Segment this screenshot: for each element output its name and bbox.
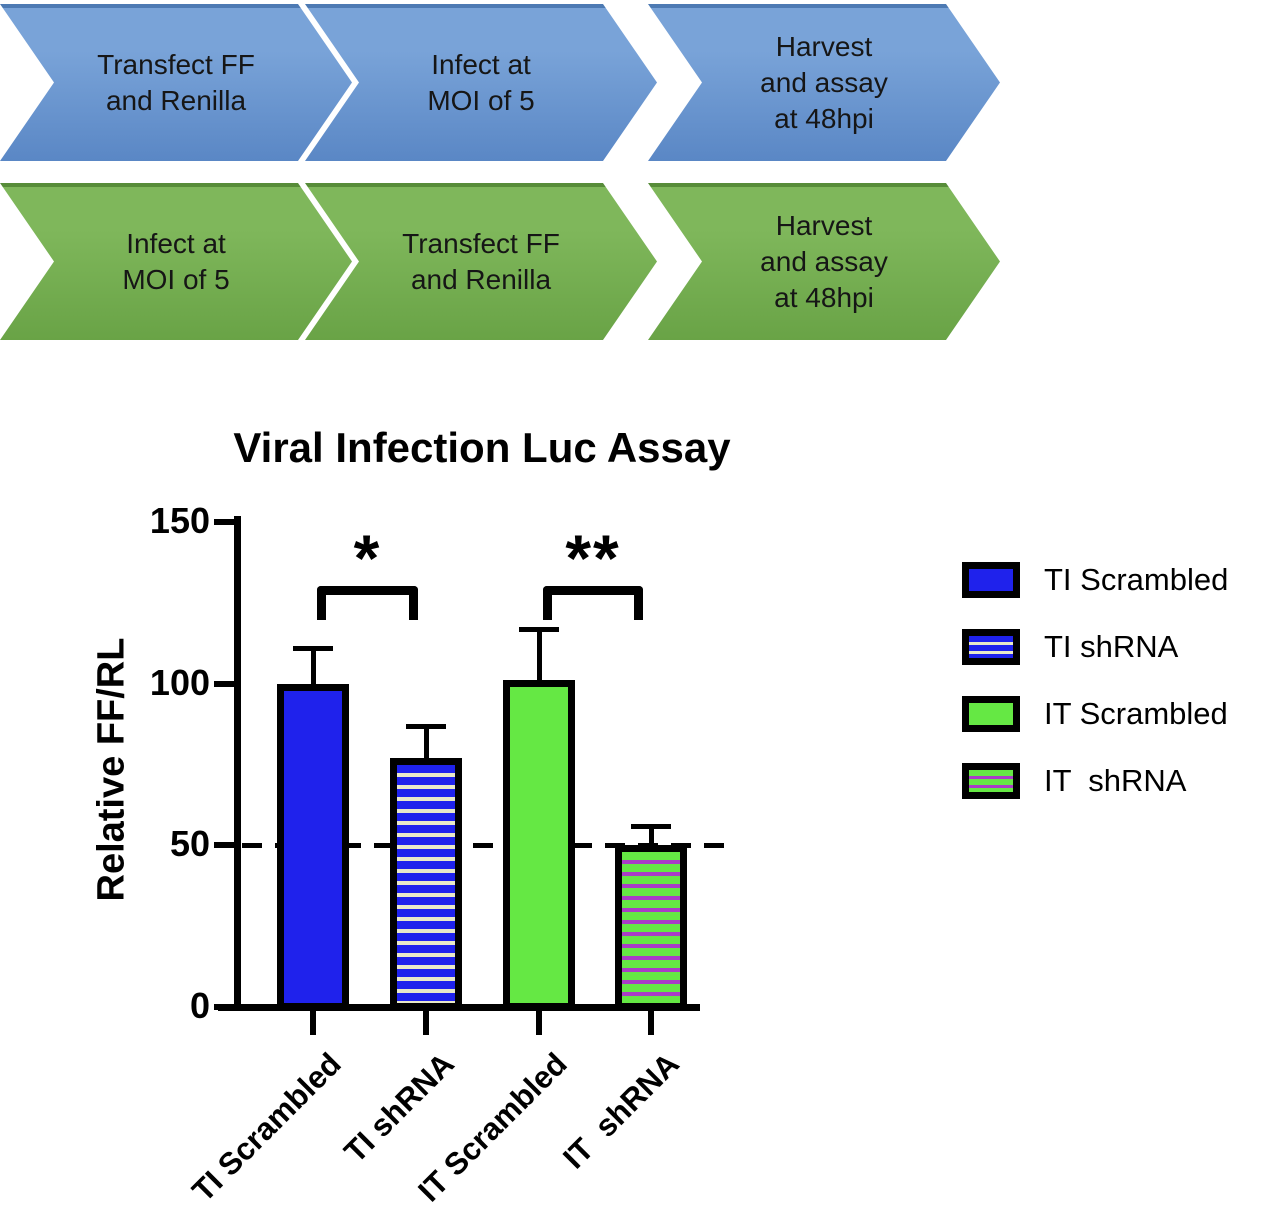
workflow-step-line: and assay — [760, 245, 888, 277]
bar-3 — [503, 680, 575, 1010]
workflow-step-line: MOI of 5 — [122, 263, 230, 295]
legend-label: IT Scrambled — [1044, 696, 1228, 731]
legend-item: IT Scrambled — [962, 696, 1228, 732]
workflow-row-blue: Transfect FF and Renilla Infect at MOI of 5… — [0, 4, 1005, 161]
x-tick — [423, 1011, 429, 1035]
error-bar-cap — [406, 723, 446, 729]
y-tick-label: 150 — [149, 500, 210, 541]
workflow-step-line: and Renilla — [410, 263, 552, 295]
bar-4 — [615, 845, 687, 1010]
workflow-step-line: MOI of 5 — [427, 84, 535, 116]
error-bar — [311, 648, 316, 684]
workflow-step-line: Infect at — [126, 227, 226, 259]
error-bar — [649, 825, 654, 846]
workflow-step-label: Transfect FF and Renilla — [97, 47, 255, 119]
legend-item: TI shRNA — [962, 629, 1178, 665]
legend-swatch-solid — [962, 696, 1020, 732]
workflow-step-line: Transfect FF — [97, 48, 255, 80]
workflow-step-label: Transfect FF and Renilla — [402, 226, 560, 298]
bar-1 — [277, 683, 349, 1010]
error-bar — [424, 725, 429, 759]
legend-swatch-striped — [962, 763, 1020, 799]
legend-item: IT shRNA — [962, 763, 1186, 799]
chart-title: Viral Infection Luc Assay — [233, 424, 731, 471]
legend-label: TI Scrambled — [1044, 562, 1229, 597]
y-tick — [214, 1004, 234, 1010]
workflow-step-arrow: Harvest and assay at 48hpi — [648, 4, 1000, 161]
y-tick — [214, 680, 234, 687]
workflow-step-label: Harvest and assay at 48hpi — [760, 208, 888, 316]
workflow-step-arrow: Infect at MOI of 5 — [0, 183, 352, 340]
reference-line-50 — [242, 843, 737, 849]
workflow-step-label: Infect at MOI of 5 — [427, 47, 534, 119]
workflow-step-line: Infect at — [431, 48, 531, 80]
workflow-step-arrow: Harvest and assay at 48hpi — [648, 183, 1000, 340]
significance-label: * — [353, 521, 382, 595]
error-bar-cap — [519, 626, 559, 632]
significance-bracket — [543, 586, 643, 620]
error-bar — [537, 628, 542, 681]
workflow-step-line: at 48hpi — [774, 281, 874, 313]
legend-swatch-striped — [962, 629, 1020, 665]
legend-label: TI shRNA — [1044, 629, 1179, 664]
workflow-step-label: Infect at MOI of 5 — [122, 226, 229, 298]
workflow-step-line: at 48hpi — [774, 102, 874, 134]
y-tick — [214, 519, 234, 525]
x-tick — [536, 1011, 542, 1035]
workflow-step-label: Harvest and assay at 48hpi — [760, 29, 888, 137]
legend-item: TI Scrambled — [962, 562, 1228, 598]
y-tick-label: 0 — [189, 985, 210, 1026]
legend-swatch-solid — [962, 562, 1020, 598]
bar-2 — [390, 758, 462, 1010]
workflow-step-arrow: Transfect FF and Renilla — [0, 4, 352, 161]
y-tick — [214, 842, 234, 849]
workflow-step-arrow: Transfect FF and Renilla — [305, 183, 657, 340]
x-tick — [648, 1011, 654, 1035]
significance-bracket — [317, 586, 418, 620]
y-tick-label: 100 — [149, 661, 210, 703]
workflow-row-green: Infect at MOI of 5 Transfect FF and Renilla… — [0, 183, 1005, 340]
error-bar-cap — [293, 646, 333, 652]
workflow-step-arrow: Infect at MOI of 5 — [305, 4, 657, 161]
y-tick-label: 50 — [169, 823, 210, 865]
workflow-step-line: Harvest — [775, 209, 873, 241]
significance-label: ** — [565, 521, 621, 595]
workflow-step-line: Harvest — [775, 30, 873, 62]
y-axis — [234, 516, 241, 1011]
legend-label: IT shRNA — [1044, 763, 1187, 798]
workflow-step-line: and Renilla — [105, 84, 247, 116]
error-bar-cap — [631, 823, 671, 829]
workflow-step-line: and assay — [760, 66, 888, 98]
x-tick — [310, 1011, 316, 1035]
workflow-step-line: Transfect FF — [402, 227, 560, 259]
